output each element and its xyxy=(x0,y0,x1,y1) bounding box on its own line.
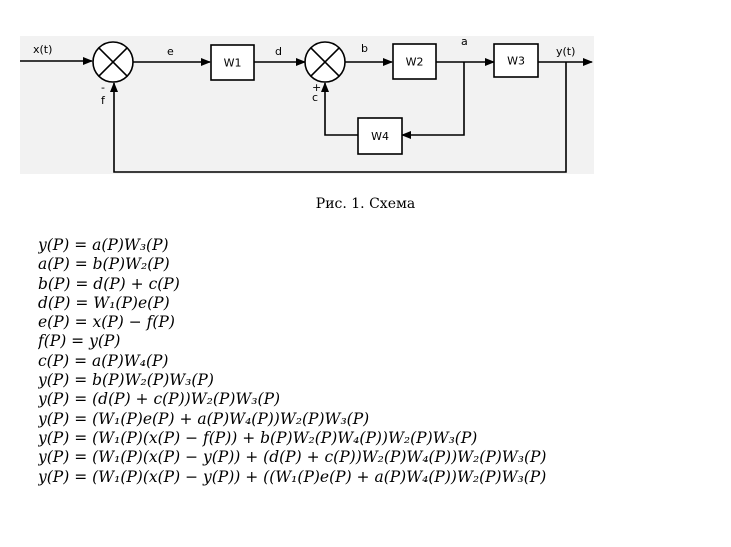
equation-line: a(P) = b(P)W₂(P) xyxy=(38,255,170,274)
equation-line: e(P) = x(P) − f(P) xyxy=(38,313,175,332)
equation-line: d(P) = W₁(P)e(P) xyxy=(38,293,170,312)
equation-line: f(P) = y(P) xyxy=(38,332,121,351)
equation-line: b(P) = d(P) + c(P) xyxy=(38,274,180,293)
equation-line: y(P) = (W₁(P)(x(P) − f(P)) + b(P)W₂(P)W₄… xyxy=(38,428,478,447)
equation-line: y(P) = a(P)W₃(P) xyxy=(38,236,169,254)
signal-d-label: d xyxy=(275,45,282,58)
signal-y-label: y(t) xyxy=(556,45,575,58)
signal-b-label: b xyxy=(361,42,368,55)
arrow-f-to-sum1 xyxy=(110,62,567,173)
block-w2-label: W2 xyxy=(406,56,424,69)
equation-line: y(P) = (W₁(P)(x(P) − y(P)) + (d(P) + c(P… xyxy=(38,448,547,467)
equation-line: y(P) = (d(P) + c(P))W₂(P)W₃(P) xyxy=(38,390,281,409)
signal-x-label: x(t) xyxy=(33,43,52,56)
summing-junction-2 xyxy=(304,41,346,83)
equation-line: y(P) = (W₁(P)e(P) + a(P)W₄(P))W₂(P)W₃(P) xyxy=(38,409,370,428)
block-w4 xyxy=(357,117,403,155)
summing-junction-1 xyxy=(92,41,134,83)
equation-line: c(P) = a(P)W₄(P) xyxy=(38,351,169,370)
signal-e-label: e xyxy=(167,45,174,58)
signal-minus-label: - xyxy=(101,81,105,94)
block-w4-label: W4 xyxy=(371,130,389,143)
block-w3 xyxy=(493,43,539,78)
block-w1 xyxy=(210,44,255,81)
signal-a-label: a xyxy=(461,35,468,48)
equation-list: y(P) = a(P)W₃(P) a(P) = b(P)W₂(P) b(P) =… xyxy=(38,236,728,547)
block-w2 xyxy=(392,43,437,80)
signal-c-label: c xyxy=(312,91,318,104)
block-w3-label: W3 xyxy=(507,55,525,68)
arrow-a-to-w4 xyxy=(401,62,465,139)
equation-line: y(P) = (W₁(P)(x(P) − y(P)) + ((W₁(P)e(P)… xyxy=(38,467,547,486)
arrow-c-to-sum2 xyxy=(321,82,358,136)
block-diagram: W1 W2 W3 W4 x(t) e d b a y(t) - f + c xyxy=(20,35,594,174)
signal-plus-label: + xyxy=(312,81,321,94)
block-w1-label: W1 xyxy=(224,57,242,70)
figure-caption: Рис. 1. Схема xyxy=(315,196,416,212)
signal-f-label: f xyxy=(101,94,106,107)
equation-line: y(P) = b(P)W₂(P)W₃(P) xyxy=(38,371,214,390)
